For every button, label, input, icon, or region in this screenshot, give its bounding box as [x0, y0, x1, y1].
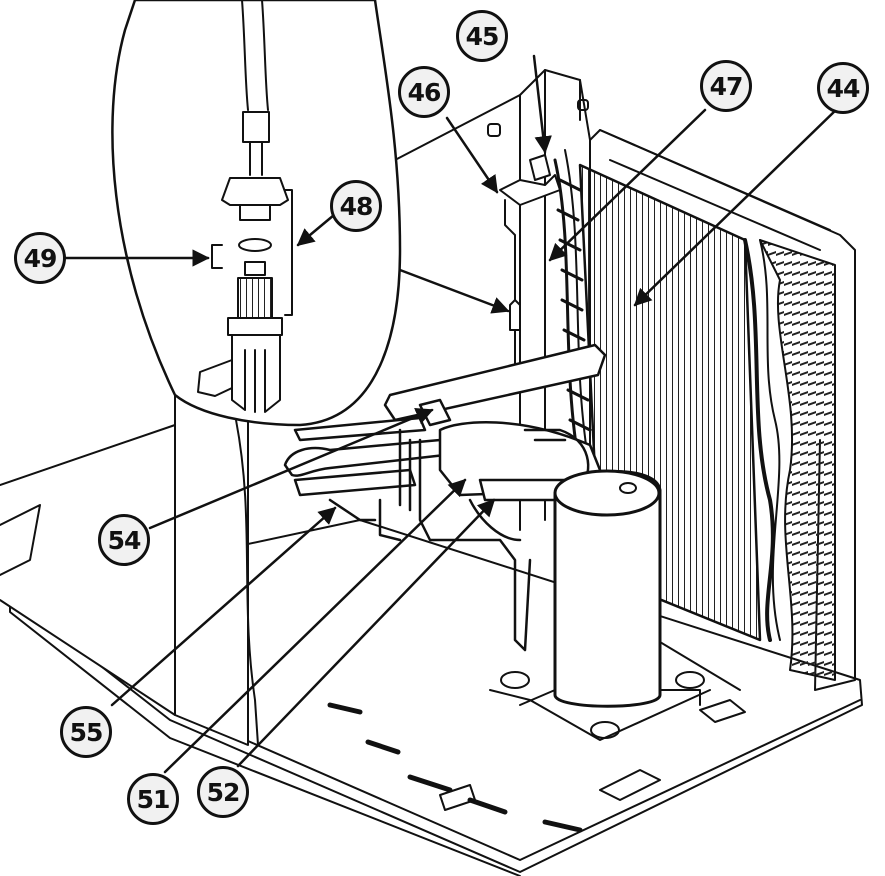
- callout-46: 46: [398, 66, 450, 118]
- louvered-side-panel: [759, 239, 836, 681]
- callout-45: 45: [456, 10, 508, 62]
- leader-lines: [64, 54, 840, 774]
- callout-48: 48: [330, 180, 382, 232]
- valve-assembly-top: [499, 154, 561, 386]
- callout-55: 55: [60, 706, 112, 758]
- callout-52: 52: [197, 766, 249, 818]
- callout-49: 49: [14, 232, 66, 284]
- fitting-detail-inset: [111, 0, 402, 427]
- callout-51: 51: [127, 773, 179, 825]
- refrigerant-piping: [283, 343, 607, 652]
- callout-54: 54: [98, 514, 150, 566]
- callout-44: 44: [817, 62, 869, 114]
- callout-47: 47: [700, 60, 752, 112]
- left-side-panel: [0, 394, 259, 746]
- compressor: [489, 469, 711, 741]
